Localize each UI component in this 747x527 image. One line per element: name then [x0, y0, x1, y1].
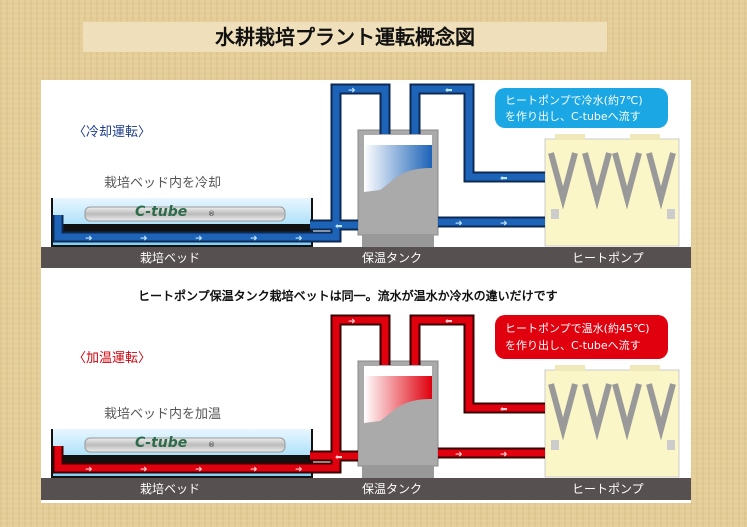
heating-pipes	[52, 314, 545, 474]
flow-arrow-icon: ➜	[455, 219, 463, 229]
flow-arrow-icon: ➜	[140, 465, 148, 475]
flow-arrow-icon: ⬅	[500, 174, 508, 184]
heating-mode-label: 〈加温運転〉	[73, 351, 151, 366]
flow-arrow-icon: ➜	[85, 465, 93, 475]
flow-arrow-icon: ➜	[348, 86, 356, 96]
heating-callout-line2: を作り出し、C-tubeへ流す	[505, 338, 641, 352]
ground-bar	[41, 247, 691, 268]
flow-arrow-icon: ➜	[455, 450, 463, 460]
storage-tank	[357, 360, 439, 478]
heat-pump	[544, 134, 680, 247]
flow-arrow-icon: ➜	[295, 234, 303, 244]
storage-tank	[357, 129, 439, 247]
cooling-mode-label: 〈冷却運転〉	[73, 125, 151, 140]
ground-bar	[41, 478, 691, 500]
cooling-callout-line2: を作り出し、C-tubeへ流す	[505, 109, 641, 123]
flow-arrow-icon: ⬅	[500, 405, 508, 415]
registered-mark: ®	[208, 441, 215, 449]
heat-pump	[544, 365, 680, 478]
tank-label: 保温タンク	[362, 251, 422, 265]
flow-arrow-icon: ➜	[500, 450, 508, 460]
flow-arrow-icon: ➜	[85, 234, 93, 244]
flow-arrow-icon: ➜	[250, 234, 258, 244]
flow-arrows: ➜ ➜ ➜ ➜ ➜ ➜ ⬅ ⬅ ➜ ➜ ⬅	[85, 86, 508, 244]
flow-arrow-icon: ➜	[295, 465, 303, 475]
bed-label: 栽培ベッド	[140, 250, 200, 265]
heatpump-label: ヒートポンプ	[572, 251, 644, 265]
heating-bed-caption: 栽培ベッド内を加温	[104, 406, 221, 422]
cooling-diagram: 〈冷却運転〉 栽培ベッド内を冷却 栽培ベッド 保温タンク ヒートポンプ C-tu…	[41, 83, 691, 268]
cooling-callout-line1: ヒートポンプで冷水(約7℃)	[505, 93, 643, 107]
cooling-pipes	[52, 83, 545, 243]
flow-arrows: ➜ ➜ ➜ ➜ ➜ ➜ ⬅ ⬅ ➜ ➜ ⬅	[85, 317, 508, 475]
registered-mark: ®	[208, 210, 215, 218]
cooling-bed-caption: 栽培ベッド内を冷却	[104, 175, 221, 191]
cooling-callout	[495, 88, 668, 128]
flow-arrow-icon: ➜	[195, 234, 203, 244]
flow-arrow-icon: ➜	[140, 234, 148, 244]
flow-arrow-icon: ⬅	[335, 453, 343, 463]
c-tube-logo: C-tube	[135, 435, 187, 451]
tank-label: 保温タンク	[362, 482, 422, 496]
page-title: 水耕栽培プラント運転概念図	[83, 22, 607, 52]
flow-arrow-icon: ⬅	[445, 317, 453, 327]
heating-callout-line1: ヒートポンプで温水(約45℃)	[505, 321, 650, 335]
comparison-note: ヒートポンプ保温タンク栽培ベットは同一。流水が温水か冷水の違いだけです	[138, 288, 558, 303]
flow-arrow-icon: ➜	[195, 465, 203, 475]
c-tube	[84, 437, 286, 453]
flow-arrow-icon: ➜	[348, 317, 356, 327]
heatpump-label: ヒートポンプ	[572, 482, 644, 496]
flow-arrow-icon: ⬅	[335, 222, 343, 232]
c-tube-logo: C-tube	[135, 204, 187, 220]
flow-arrow-icon: ➜	[500, 219, 508, 229]
flow-arrow-icon: ⬅	[445, 86, 453, 96]
bed-label: 栽培ベッド	[140, 481, 200, 496]
heating-diagram: 〈加温運転〉 栽培ベッド内を加温 栽培ベッド 保温タンク ヒートポンプ C-tu…	[41, 314, 691, 500]
flow-arrow-icon: ➜	[250, 465, 258, 475]
c-tube	[84, 206, 286, 222]
heating-callout	[495, 315, 668, 359]
